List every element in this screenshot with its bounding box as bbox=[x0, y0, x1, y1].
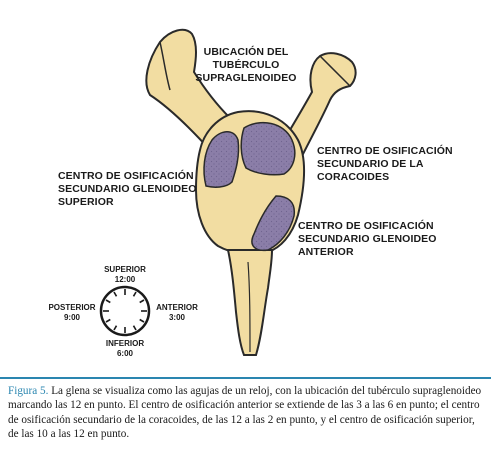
coracoid-process bbox=[276, 52, 357, 162]
coracoid-edge bbox=[319, 55, 351, 87]
clock-label-anterior: ANTERIOR 3:00 bbox=[156, 303, 198, 322]
figure-number: Figura 5. bbox=[8, 385, 49, 397]
neck-line bbox=[247, 261, 251, 353]
label-supraglenoid: UBICACIÓN DEL TUBÉRCULO SUPRAGLENOIDEO bbox=[195, 46, 297, 84]
glenoid-clock bbox=[99, 285, 151, 337]
superior-ossification-center bbox=[203, 131, 240, 188]
label-coracoid-center: CENTRO DE OSIFICACIÓN SECUNDARIO DE LA C… bbox=[317, 145, 453, 183]
clock-label-inferior: INFERIOR 6:00 bbox=[105, 339, 145, 358]
clock-label-posterior: POSTERIOR 9:00 bbox=[48, 303, 96, 322]
caption-text: La glena se visualiza como las agujas de… bbox=[8, 385, 482, 441]
acromion bbox=[145, 28, 232, 152]
figure-caption: Figura 5. La glena se visualiza como las… bbox=[8, 384, 484, 442]
clock-label-superior: SUPERIOR 12:00 bbox=[104, 265, 146, 284]
acromion-edge bbox=[159, 41, 171, 91]
label-anterior-center: CENTRO DE OSIFICACIÓN SECUNDARIO GLENOID… bbox=[298, 220, 437, 258]
coracoid-ossification-center bbox=[240, 121, 296, 176]
anterior-ossification-center bbox=[251, 195, 296, 252]
label-superior-center: CENTRO DE OSIFICACIÓN SECUNDARIO GLENOID… bbox=[58, 170, 197, 208]
